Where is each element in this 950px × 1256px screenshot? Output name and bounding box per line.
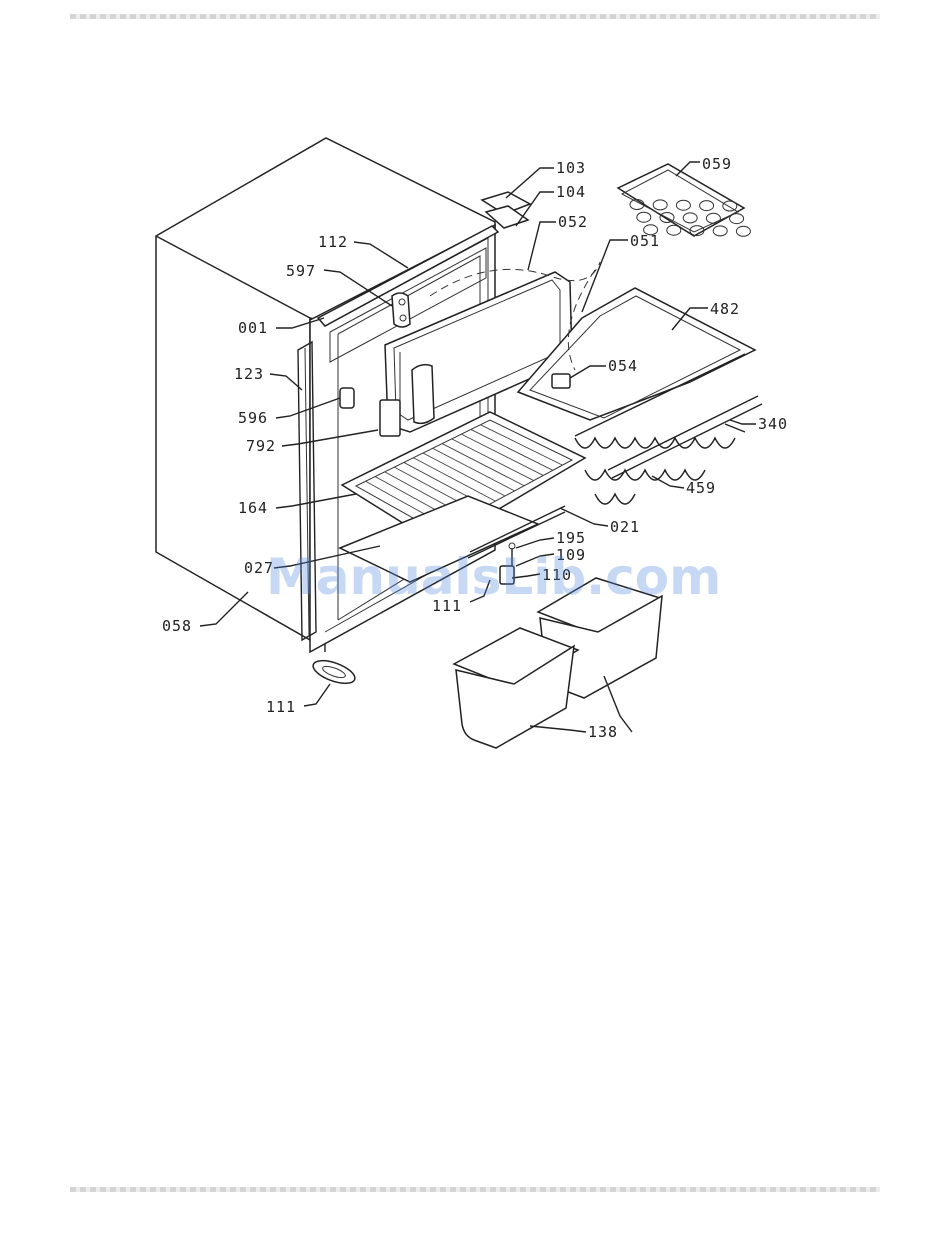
label-112: 112 <box>318 233 348 251</box>
rod-340 <box>725 424 745 432</box>
label-482: 482 <box>710 300 740 318</box>
label-059: 059 <box>702 155 732 173</box>
label-111-bottom: 111 <box>266 698 296 716</box>
ice-tray-cell <box>713 226 727 236</box>
watermark: ManualsLib.com <box>266 548 721 606</box>
bracket-792 <box>380 400 400 436</box>
light-596 <box>340 388 354 408</box>
foot-111 <box>310 656 358 688</box>
label-052: 052 <box>558 213 588 231</box>
label-054: 054 <box>608 357 638 375</box>
label-104: 104 <box>556 183 586 201</box>
label-195: 195 <box>556 529 586 547</box>
label-597: 597 <box>286 262 316 280</box>
thermostat-597 <box>392 293 410 327</box>
ice-tray-cell <box>637 212 651 222</box>
label-001: 001 <box>238 319 268 337</box>
label-058: 058 <box>162 617 192 635</box>
label-051: 051 <box>630 232 660 250</box>
ice-tray-cell <box>736 226 750 236</box>
clip-054 <box>552 374 570 388</box>
label-123: 123 <box>234 365 264 383</box>
label-792: 792 <box>246 437 276 455</box>
ice-tray-059 <box>618 164 750 236</box>
crisper-drawer-138-front <box>454 628 578 748</box>
label-164: 164 <box>238 499 268 517</box>
label-021: 021 <box>610 518 640 536</box>
label-340: 340 <box>758 415 788 433</box>
ice-tray-cell <box>730 214 744 224</box>
label-138: 138 <box>588 723 618 741</box>
label-596: 596 <box>238 409 268 427</box>
label-459: 459 <box>686 479 716 497</box>
ice-tray-cell <box>667 225 681 235</box>
label-103: 103 <box>556 159 586 177</box>
